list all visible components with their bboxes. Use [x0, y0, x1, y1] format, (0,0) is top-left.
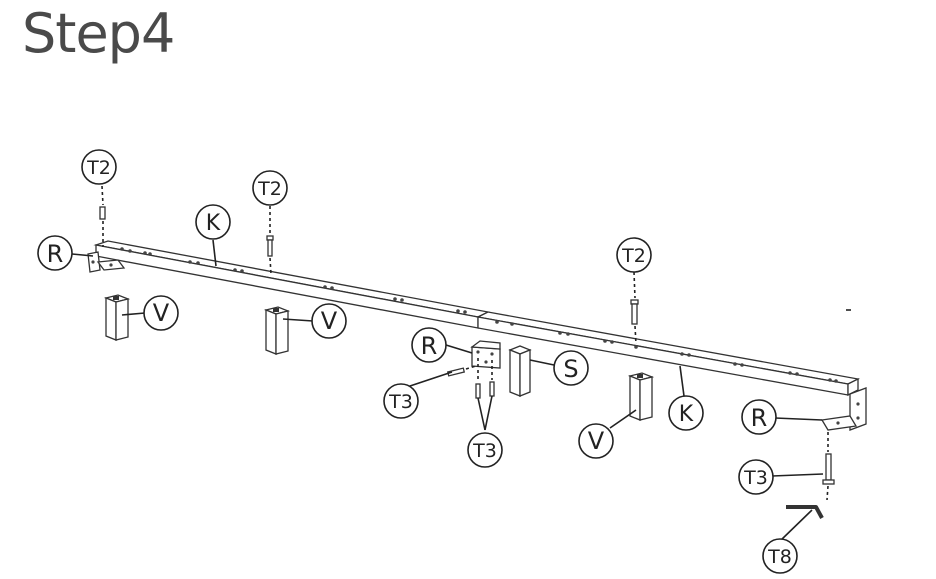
callout-r-right: R [741, 399, 777, 435]
callout-k-left: K [195, 204, 231, 240]
step-title: Step4 [22, 2, 175, 65]
svg-text:T3: T3 [388, 391, 413, 413]
leader-lines [71, 239, 824, 542]
callout-t2-right: T2 [616, 237, 652, 273]
bracket-r-right [820, 387, 867, 431]
svg-text:T3: T3 [743, 467, 768, 489]
callout-t3-middle: T3 [467, 432, 503, 468]
bolt-t3-right [822, 432, 835, 501]
bracket-r-middle [470, 340, 501, 369]
bolt-t3-horizontal [446, 365, 477, 377]
svg-text:T2: T2 [621, 245, 646, 267]
leg-v-1 [103, 294, 131, 341]
svg-text:T3: T3 [472, 440, 497, 462]
leg-v-3 [627, 372, 655, 421]
svg-text:S: S [563, 355, 578, 383]
callout-t8: T8 [762, 538, 798, 574]
rail-k-right [475, 311, 861, 397]
svg-text:T2: T2 [86, 157, 111, 179]
callout-t3-left: T3 [383, 383, 419, 419]
bolt-t2-3 [630, 271, 639, 345]
svg-text:R: R [421, 332, 438, 360]
bracket-r-left [87, 251, 126, 273]
svg-text:T8: T8 [767, 546, 792, 568]
callout-s: S [553, 350, 589, 386]
svg-text:R: R [47, 240, 64, 268]
leg-v-2 [263, 306, 291, 355]
svg-text:V: V [321, 307, 338, 335]
callout-v-middle: V [311, 303, 347, 339]
rail-holes [120, 247, 838, 383]
svg-text:R: R [751, 404, 768, 432]
callout-v-right: V [578, 423, 614, 459]
svg-text:K: K [206, 211, 221, 236]
allen-key-t8 [786, 505, 824, 519]
callout-k-right: K [668, 395, 704, 431]
bolt-t2-2 [266, 206, 274, 275]
svg-text:V: V [153, 299, 170, 327]
callout-t2-left: T2 [81, 149, 117, 185]
support-leg-s [508, 345, 532, 397]
svg-text:T2: T2 [257, 178, 282, 200]
callout-r-left: R [37, 235, 73, 271]
svg-text:V: V [588, 427, 605, 455]
callout-t2-middle: T2 [252, 170, 288, 206]
svg-text:K: K [679, 402, 694, 427]
callout-r-middle: R [411, 327, 447, 363]
bolt-t2-1 [99, 185, 106, 247]
callout-v-left: V [143, 295, 179, 331]
callout-t3-right: T3 [738, 459, 774, 495]
